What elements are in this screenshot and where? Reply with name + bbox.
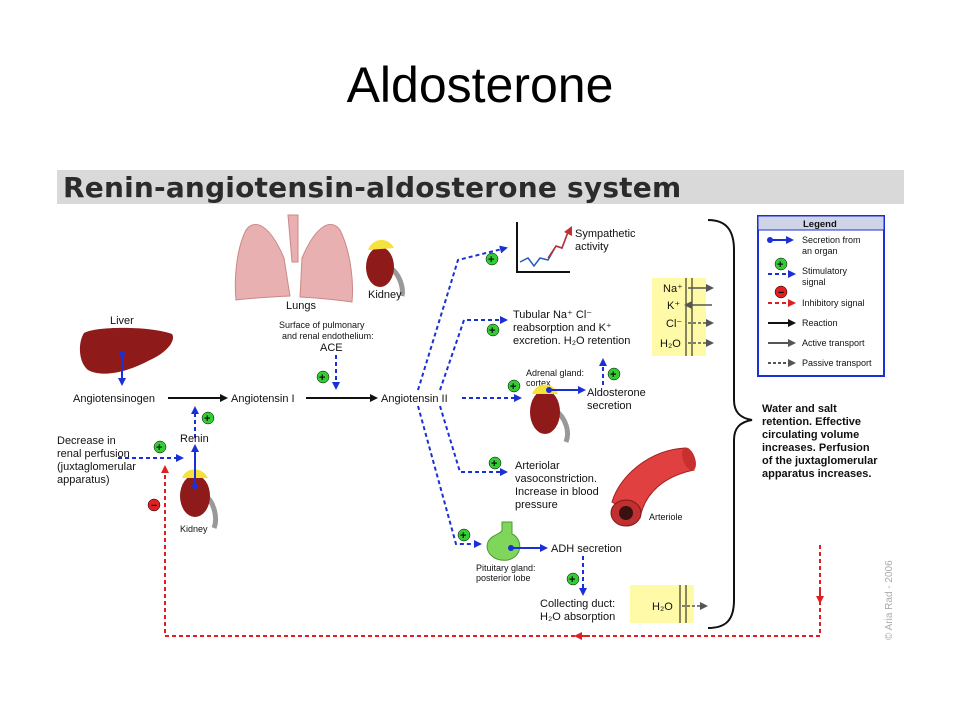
plus-icon [486, 323, 500, 337]
surface-line2: and renal endothelium: [282, 331, 374, 341]
collecting-panel [630, 585, 694, 623]
svg-text:+: + [204, 413, 210, 425]
legend-reaction: Reaction [802, 318, 838, 328]
angiotensin2-branches [417, 245, 522, 548]
decrease-line2: renal perfusion [57, 448, 130, 460]
arteriole-illustration [610, 447, 696, 527]
svg-text:−: − [151, 500, 157, 512]
legend-secretion-line1: Secretion from [802, 235, 861, 245]
legend-passive: Passive transport [802, 358, 872, 368]
slide-title: Aldosterone [346, 57, 614, 113]
svg-text:+: + [510, 381, 516, 393]
kidney-bottom-illustration [180, 469, 219, 529]
plus-icon [488, 456, 502, 470]
minus-icon [147, 498, 161, 512]
plus-icon [485, 252, 499, 266]
arteriolar-line2: vasoconstriction. [515, 473, 597, 485]
plus-icon [457, 528, 471, 542]
svg-text:+: + [488, 254, 494, 266]
pituitary-line1: Pituitary gland: [476, 563, 536, 573]
plus-icon [507, 379, 521, 393]
sympathetic-line2: activity [575, 241, 609, 253]
summary-brace [707, 219, 753, 629]
ion-transport-panel [652, 278, 706, 356]
lungs-label: Lungs [286, 300, 316, 312]
angiotensinogen-label: Angiotensinogen [73, 393, 155, 405]
plus-icon [201, 411, 215, 425]
svg-text:+: + [460, 530, 466, 542]
legend-inhibitory: Inhibitory signal [802, 298, 865, 308]
sympathetic-line1: Sympathetic [575, 228, 636, 240]
svg-text:+: + [491, 458, 497, 470]
decrease-line1: Decrease in [57, 435, 116, 447]
legend-active: Active transport [802, 338, 865, 348]
svg-text:+: + [777, 259, 783, 271]
ion-k: K⁺ [667, 300, 680, 312]
pituitary-line2: posterior lobe [476, 573, 531, 583]
pituitary-illustration [486, 521, 521, 561]
angiotensin2-label: Angiotensin II [381, 393, 448, 405]
legend-stimulatory-line1: Stimulatory [802, 266, 848, 276]
svg-text:+: + [156, 442, 162, 454]
legend-secretion-line2: an organ [802, 246, 838, 256]
plus-icon [566, 572, 580, 586]
water-line6: apparatus increases. [762, 468, 871, 480]
legend-title: Legend [803, 219, 837, 230]
water-line2: retention. Effective [762, 416, 861, 428]
tubular-line1: Tubular Na⁺ Cl⁻ [513, 309, 592, 321]
copyright-text: © Aria Rad - 2006 [884, 560, 895, 640]
plus-icon [774, 257, 788, 271]
renin-label: Renin [180, 433, 209, 445]
decrease-line3: (juxtaglomerular [57, 461, 136, 473]
arteriolar-line3: Increase in blood [515, 486, 599, 498]
legend-stimulatory-line2: signal [802, 277, 826, 287]
svg-text:+: + [319, 372, 325, 384]
kidney-top-illustration [366, 239, 405, 297]
arteriole-label: Arteriole [649, 512, 683, 522]
kidney-top-label: Kidney [368, 289, 402, 301]
arteriolar-line4: pressure [515, 499, 558, 511]
liver-illustration [79, 327, 174, 374]
liver-label: Liver [110, 315, 134, 327]
collecting-line2: H₂O absorption [540, 611, 615, 623]
surface-line1: Surface of pulmonary [279, 320, 365, 330]
svg-text:+: + [489, 325, 495, 337]
sympathetic-graph [516, 222, 572, 273]
decrease-line4: apparatus) [57, 474, 110, 486]
angiotensin1-label: Angiotensin I [231, 393, 295, 405]
adrenal-kidney-illustration [530, 384, 571, 443]
minus-icon [774, 285, 788, 299]
water-line1: Water and salt [762, 403, 837, 415]
aldosterone-line1: Aldosterone [587, 387, 646, 399]
tubular-line2: reabsorption and K⁺ [513, 322, 612, 334]
plus-icon [153, 440, 167, 454]
water-line3: circulating volume [762, 429, 859, 441]
collecting-line1: Collecting duct: [540, 598, 615, 610]
tubular-line3: excretion. H₂O retention [513, 335, 630, 347]
water-line4: increases. Perfusion [762, 442, 870, 454]
arteriolar-line1: Arteriolar [515, 460, 560, 472]
diagram-title: Renin-angiotensin-aldosterone system [63, 171, 682, 204]
water-line5: of the juxtaglomerular [762, 455, 878, 467]
diagram-title-banner: Renin-angiotensin-aldosterone system [57, 170, 904, 204]
ion-h2o: H₂O [660, 338, 681, 350]
svg-text:−: − [778, 287, 784, 299]
svg-text:+: + [569, 574, 575, 586]
ion-cl: Cl⁻ [666, 318, 682, 330]
ace-label: ACE [320, 342, 343, 354]
ion-h2o-collecting: H₂O [652, 601, 673, 613]
ion-na: Na⁺ [663, 283, 683, 295]
adrenal-line2: cortex [526, 378, 551, 388]
plus-icon [316, 370, 330, 384]
kidney-bottom-label: Kidney [180, 524, 208, 534]
adh-label: ADH secretion [551, 543, 622, 555]
lungs-illustration [234, 214, 353, 303]
plus-icon [607, 367, 621, 381]
adrenal-line1: Adrenal gland: [526, 368, 584, 378]
svg-text:+: + [610, 369, 616, 381]
aldosterone-line2: secretion [587, 400, 632, 412]
